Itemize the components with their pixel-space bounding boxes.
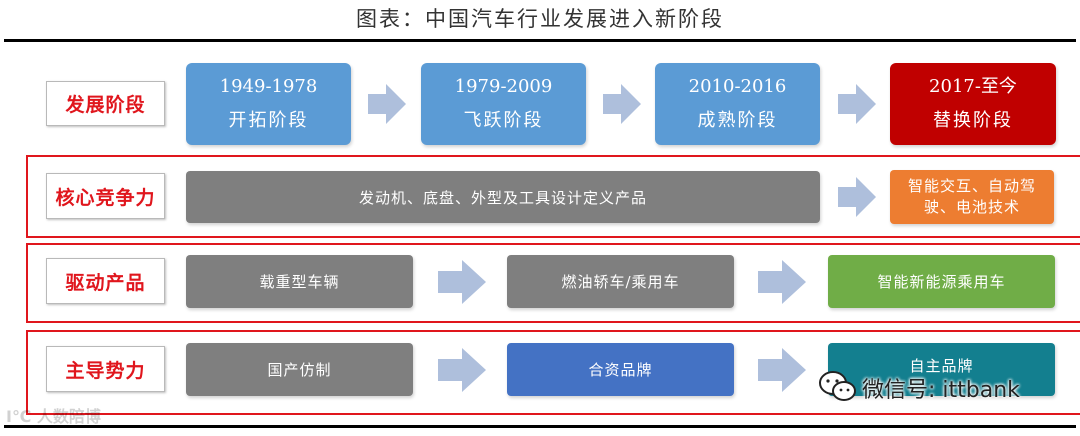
core-new-line-1: 智能交互、自动驾 (907, 177, 1036, 195)
right-arrow-icon (438, 348, 486, 396)
product-box-3: 智能新能源乘用车 (828, 255, 1055, 308)
right-arrow-icon (438, 260, 486, 308)
right-arrow-icon (368, 84, 406, 128)
stage-name: 成熟阶段 (697, 110, 778, 131)
core-old-box: 发动机、底盘、外型及工具设计定义产品 (186, 171, 820, 223)
top-rule (4, 39, 1076, 42)
stage-years: 1979-2009 (454, 76, 553, 97)
row-label-stages: 发展阶段 (46, 81, 165, 126)
right-arrow-icon (758, 348, 806, 396)
force-box-3-label: 自主品牌 (909, 357, 974, 375)
stage-box-2: 1979-2009 飞跃阶段 (421, 63, 586, 145)
stage-years: 1949-1978 (219, 76, 318, 97)
wechat-icon (818, 370, 858, 408)
stage-name: 飞跃阶段 (463, 110, 544, 131)
page-title: 图表：中国汽车行业发展进入新阶段 (356, 7, 724, 31)
right-arrow-icon (603, 84, 641, 128)
stage-box-1: 1949-1978 开拓阶段 (186, 63, 351, 145)
product-box-2: 燃油轿车/乘用车 (507, 255, 734, 308)
force-box-2: 合资品牌 (507, 343, 734, 396)
stage-years: 2010-2016 (688, 76, 787, 97)
right-arrow-icon (838, 84, 876, 128)
force-box-3: 自主品牌 (828, 343, 1055, 396)
core-new-line-2: 驶、电池技术 (923, 198, 1020, 216)
watermark-left: Ⅰ℃ 人数陪博 (6, 407, 101, 426)
stage-box-4: 2017-至今 替换阶段 (890, 63, 1056, 145)
bottom-rule (4, 425, 1076, 428)
row-label-core: 核心竞争力 (46, 173, 165, 219)
stage-years: 2017-至今 (929, 76, 1017, 97)
product-box-1: 载重型车辆 (186, 255, 413, 308)
right-arrow-icon (838, 177, 876, 221)
force-box-1: 国产仿制 (186, 343, 413, 396)
watermark-wechat: 微信号: ittbank (862, 378, 1020, 403)
right-arrow-icon (758, 260, 806, 308)
core-new-box: 智能交互、自动驾 驶、电池技术 (890, 170, 1054, 224)
row-label-products: 驱动产品 (46, 258, 165, 304)
stage-name: 开拓阶段 (228, 110, 309, 131)
stage-box-3: 2010-2016 成熟阶段 (655, 63, 820, 145)
stage-name: 替换阶段 (933, 110, 1013, 131)
row-label-forces: 主导势力 (46, 346, 165, 392)
